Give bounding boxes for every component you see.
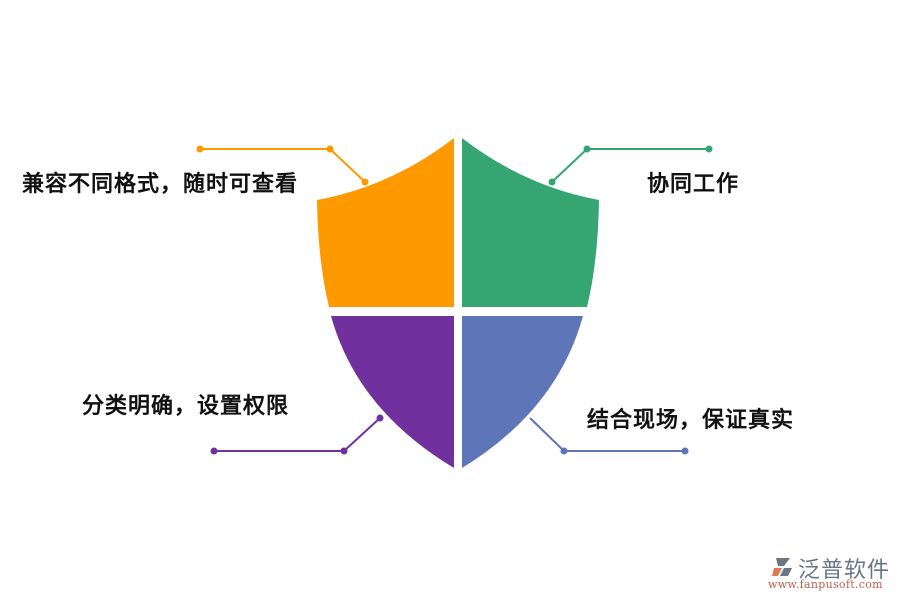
label-bottom-right: 结合现场，保证真实 [587, 408, 795, 433]
shield-quadrant-top-left [317, 138, 454, 307]
connector-top-left [196, 145, 369, 186]
shield-quadrant-bottom-left [331, 316, 454, 468]
shield-quadrant-top-right [462, 138, 599, 307]
watermark-name: 泛普软件 [798, 558, 891, 583]
watermark-logo: 泛普软件 www.fanpusoft.com [768, 552, 893, 594]
shield-quadrant-bottom-right [462, 316, 583, 468]
watermark-url: www.fanpusoft.com [768, 578, 883, 591]
connector-bottom-left [210, 414, 384, 455]
label-top-right: 协同工作 [647, 172, 740, 197]
fanpu-logo-icon [772, 558, 792, 576]
connector-bottom-right [529, 417, 689, 455]
label-bottom-left: 分类明确，设置权限 [82, 394, 290, 419]
connector-top-right [548, 145, 713, 186]
label-top-left: 兼容不同格式，随时可查看 [22, 172, 299, 197]
